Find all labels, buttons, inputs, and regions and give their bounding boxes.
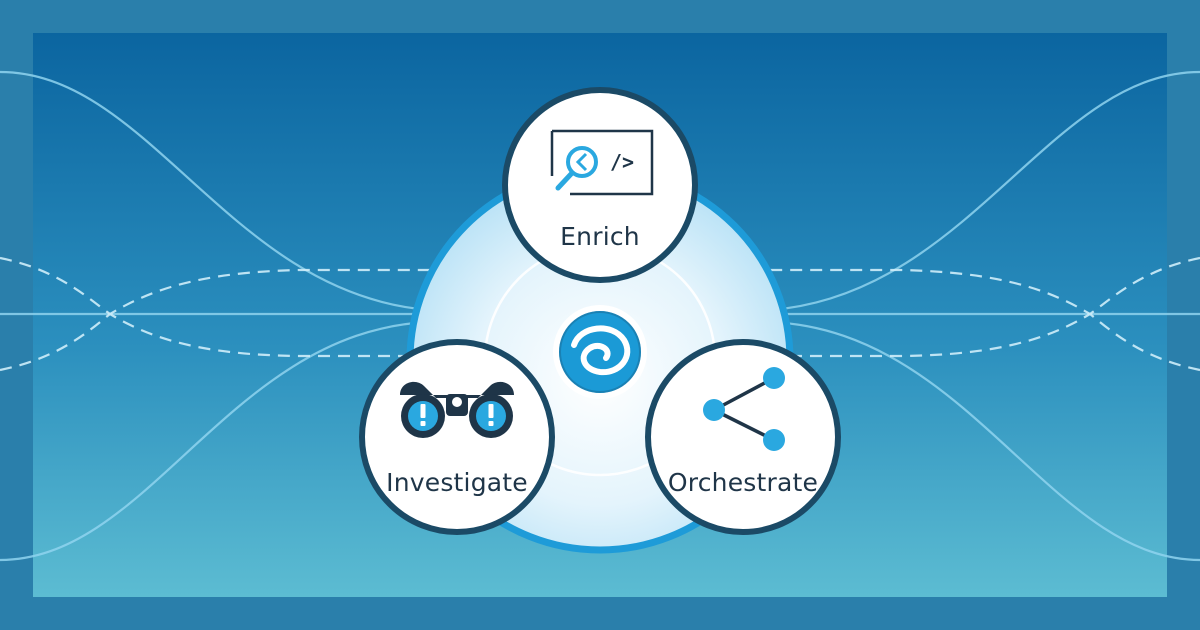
investigate-label: Investigate <box>386 468 528 497</box>
share-network-icon <box>703 367 785 451</box>
orchestrate-label: Orchestrate <box>667 468 819 497</box>
orchestrate-node[interactable] <box>645 339 841 535</box>
enrich-node[interactable]: /> <box>502 87 698 283</box>
left-dashed-lines <box>0 256 440 372</box>
swirl-logo-icon <box>553 305 647 399</box>
right-dashed-lines <box>760 256 1200 372</box>
left-flow-lines <box>0 70 440 562</box>
right-flow-lines <box>760 70 1200 562</box>
investigate-node[interactable] <box>359 339 555 535</box>
code-search-icon: /> <box>550 129 654 196</box>
svg-text:/>: /> <box>610 150 634 174</box>
binoculars-alert-icon <box>400 381 514 438</box>
enrich-label: Enrich <box>560 222 640 251</box>
